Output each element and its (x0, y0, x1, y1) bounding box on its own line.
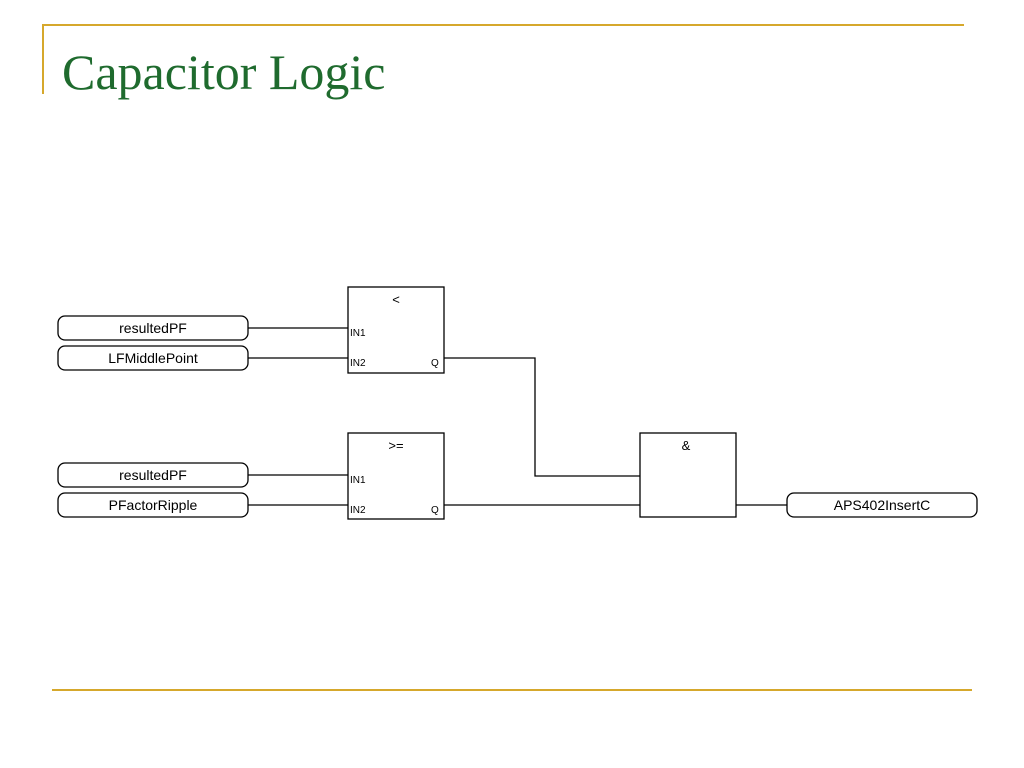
var-label: APS402InsertC (834, 497, 931, 513)
input-var-resultedPF-2[interactable]: resultedPF (57, 462, 249, 488)
block-body (347, 286, 445, 374)
var-label: LFMiddlePoint (108, 350, 198, 366)
pin-in1-label: IN1 (350, 328, 366, 339)
block-operator: & (682, 438, 691, 453)
var-label: resultedPF (119, 467, 187, 483)
bottom-accent-rule (52, 689, 972, 691)
block-operator: < (392, 292, 400, 307)
wire-lt-q-to-and (444, 357, 640, 477)
block-operator: >= (388, 438, 403, 453)
pin-in2-label: IN2 (350, 358, 366, 369)
pin-in2-label: IN2 (350, 505, 366, 516)
pin-q-label: Q (431, 358, 439, 369)
pin-q-label: Q (431, 505, 439, 516)
input-var-LFMiddlePoint[interactable]: LFMiddlePoint (57, 345, 249, 371)
less-than-block[interactable]: < IN1 IN2 Q (347, 286, 445, 374)
and-block[interactable]: & (639, 432, 737, 518)
var-label: resultedPF (119, 320, 187, 336)
top-accent-rule (42, 24, 964, 26)
input-var-PFactorRipple[interactable]: PFactorRipple (57, 492, 249, 518)
output-var-APS402InsertC[interactable]: APS402InsertC (786, 492, 978, 518)
greater-equal-block[interactable]: >= IN1 IN2 Q (347, 432, 445, 520)
block-body (347, 432, 445, 520)
slide-title: Capacitor Logic (62, 44, 386, 100)
input-var-resultedPF-1[interactable]: resultedPF (57, 315, 249, 341)
block-body (639, 432, 737, 518)
title-accent-rule (42, 24, 44, 94)
var-label: PFactorRipple (109, 497, 198, 513)
pin-in1-label: IN1 (350, 475, 366, 486)
